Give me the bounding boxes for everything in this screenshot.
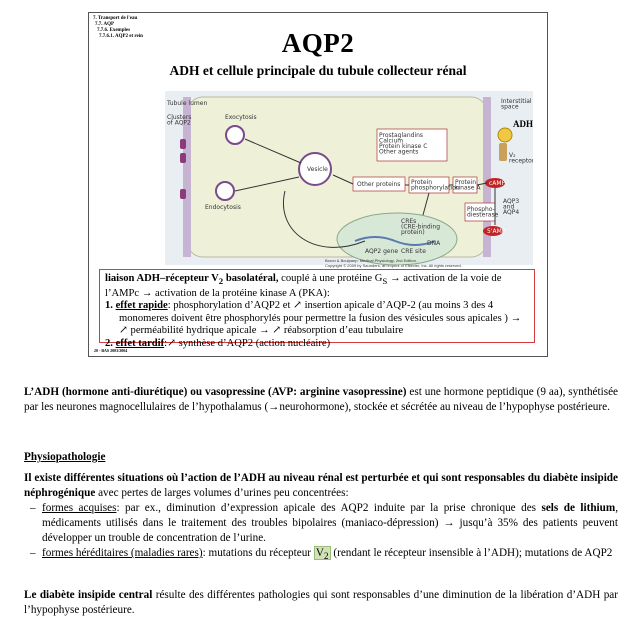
figure-credit: Boron & Boulpaep: Medical Physiology, 2n… bbox=[325, 258, 462, 268]
mechanism-intro-bold: liaison ADH–récepteur V bbox=[105, 273, 219, 284]
paragraph-central: Le diabète insipide central résulte des … bbox=[24, 588, 618, 618]
breadcrumb-item: 7.7. AQP bbox=[95, 22, 115, 27]
other-proteins-label: Other proteins bbox=[357, 181, 400, 188]
bullet-label: formes héréditaires (maladies rares) bbox=[42, 547, 203, 559]
arrow-icon bbox=[244, 138, 302, 164]
dna-strand-icon bbox=[354, 236, 436, 246]
slide-frame: 7. Transport de l'eau 7.7. AQP 7.7.6. Ex… bbox=[88, 12, 548, 357]
mechanism-intro-text: couplé à une protéine G bbox=[278, 273, 383, 284]
gs-subscript: S bbox=[382, 276, 388, 287]
mechanism-intro-bold2: basolatéral, bbox=[223, 273, 279, 284]
effect-text: : phosphorylation d’AQP2 et ↗ insertion … bbox=[119, 300, 522, 337]
breadcrumb-item: 7.7.6. Exemples bbox=[97, 28, 131, 33]
arrow-icon bbox=[332, 174, 354, 185]
slide-footer: 20 - BAS 2003/2004 bbox=[94, 348, 128, 353]
paragraph-nephrogenic: Il existe différentes situations où l’ac… bbox=[24, 471, 618, 565]
effect-label: effet tardif bbox=[115, 338, 165, 350]
bullet-label: formes acquises bbox=[42, 502, 117, 514]
bullet-text: : mutations du récepteur bbox=[202, 547, 314, 559]
apical-membrane bbox=[183, 97, 191, 257]
slide-subtitle: ADH et cellule principale du tubule coll… bbox=[169, 63, 467, 78]
mechanism-intro-text2: → activation de la voie de l’AMPc → acti… bbox=[105, 273, 502, 299]
v2-letter: V bbox=[315, 547, 324, 559]
aqp2-channel-icon bbox=[180, 189, 186, 199]
adh-molecule-icon bbox=[497, 127, 513, 143]
aqp2-cluster-icons bbox=[180, 139, 186, 199]
camp-icon bbox=[485, 178, 505, 188]
breadcrumb-item: 7.7.6.1. AQP2 et rein bbox=[99, 34, 143, 39]
cre-site-label: CRE site bbox=[401, 248, 426, 255]
prostaglandins-box bbox=[376, 128, 448, 162]
breadcrumb-item: 7. Transport de l'eau bbox=[93, 16, 138, 21]
bullet-text: : par ex., diminution d’expression apica… bbox=[116, 502, 542, 514]
central-bold: Le diabète insipide central bbox=[24, 589, 153, 601]
amp-icon bbox=[483, 226, 503, 236]
nephrogenic-bold: Il existe différentes situations où l’ac… bbox=[24, 472, 618, 499]
central-text: résulte des différentes pathologies qui … bbox=[24, 589, 618, 616]
camp-label: cAMP bbox=[489, 180, 506, 187]
list-item: –formes héréditaires (maladies rares): m… bbox=[24, 546, 618, 565]
arrow-icon bbox=[234, 176, 300, 192]
bullet-text: (rendant le récepteur insensible à l’ADH… bbox=[330, 547, 613, 559]
exocytosis-label: Exocytosis bbox=[225, 114, 257, 121]
adh-definition-bold: L’ADH (hormone anti-diurétique) ou vasop… bbox=[24, 386, 407, 398]
effect-number: 2. bbox=[105, 338, 113, 350]
breadcrumb: 7. Transport de l'eau 7.7. AQP 7.7.6. Ex… bbox=[93, 16, 143, 40]
adh-mechanism-box: liaison ADH–récepteur V2 basolatéral, co… bbox=[99, 269, 535, 349]
amp-label: 5'AMP bbox=[487, 228, 506, 235]
vesicle-icon bbox=[225, 125, 245, 145]
v2-highlight: V2 bbox=[313, 546, 331, 563]
adh-label: ADH bbox=[513, 119, 533, 129]
endocytosis-label: Endocytosis bbox=[205, 204, 241, 211]
list-item: –formes acquises: par ex., diminution d’… bbox=[24, 501, 618, 546]
nucleus-shape bbox=[336, 212, 458, 265]
aqp2-channel-icon bbox=[180, 139, 186, 149]
vesicle-label: Vesicle bbox=[307, 166, 328, 173]
bullet-text: , médicaments utilisés dans le traitemen… bbox=[42, 502, 618, 544]
pde-label: Phospho-diesterase bbox=[467, 206, 499, 219]
effect-number: 1. bbox=[105, 300, 113, 312]
bullet-bold: sels de lithium bbox=[541, 502, 616, 514]
section-heading: Physiopathologie bbox=[24, 451, 106, 463]
v2-subscript: 2 bbox=[218, 276, 224, 287]
pathway-arrows bbox=[234, 138, 496, 248]
bullet-dash: – bbox=[30, 547, 36, 559]
vesicle-icon bbox=[298, 152, 332, 186]
v2-subscript: 2 bbox=[323, 552, 329, 563]
vesicle-icon bbox=[215, 181, 235, 201]
effect-item-1: 1. effet rapide: phosphorylation d’AQP2 … bbox=[105, 300, 529, 338]
aqp2-channel-icon bbox=[180, 153, 186, 163]
effect-text: :↗ synthèse d’AQP2 (action nucléaire) bbox=[164, 338, 331, 350]
v2-receptor-icon bbox=[499, 143, 507, 161]
arrow-icon bbox=[283, 190, 366, 248]
arrow-icon bbox=[422, 192, 430, 216]
bullet-dash: – bbox=[30, 502, 36, 514]
effect-item-2: 2. effet tardif:↗ synthèse d’AQP2 (actio… bbox=[105, 338, 529, 351]
dna-label: DNA bbox=[427, 240, 441, 247]
adh-definition-text: est une hormone peptidique (9 aa), synth… bbox=[24, 386, 619, 413]
nephrogenic-text: avec pertes de larges volumes d’urines p… bbox=[95, 487, 349, 499]
paragraph-adh-definition: L’ADH (hormone anti-diurétique) ou vasop… bbox=[24, 385, 618, 415]
mechanism-intro: liaison ADH–récepteur V2 basolatéral, co… bbox=[105, 273, 529, 300]
aqp2-gene-label: AQP2 gene bbox=[365, 248, 398, 255]
slide-title: AQP2 bbox=[281, 28, 355, 58]
arrow-icon bbox=[476, 182, 488, 186]
basolateral-membrane bbox=[483, 97, 491, 257]
effect-label: effet rapide bbox=[115, 300, 168, 312]
tubule-lumen-label: Tubule lumen bbox=[166, 100, 207, 107]
